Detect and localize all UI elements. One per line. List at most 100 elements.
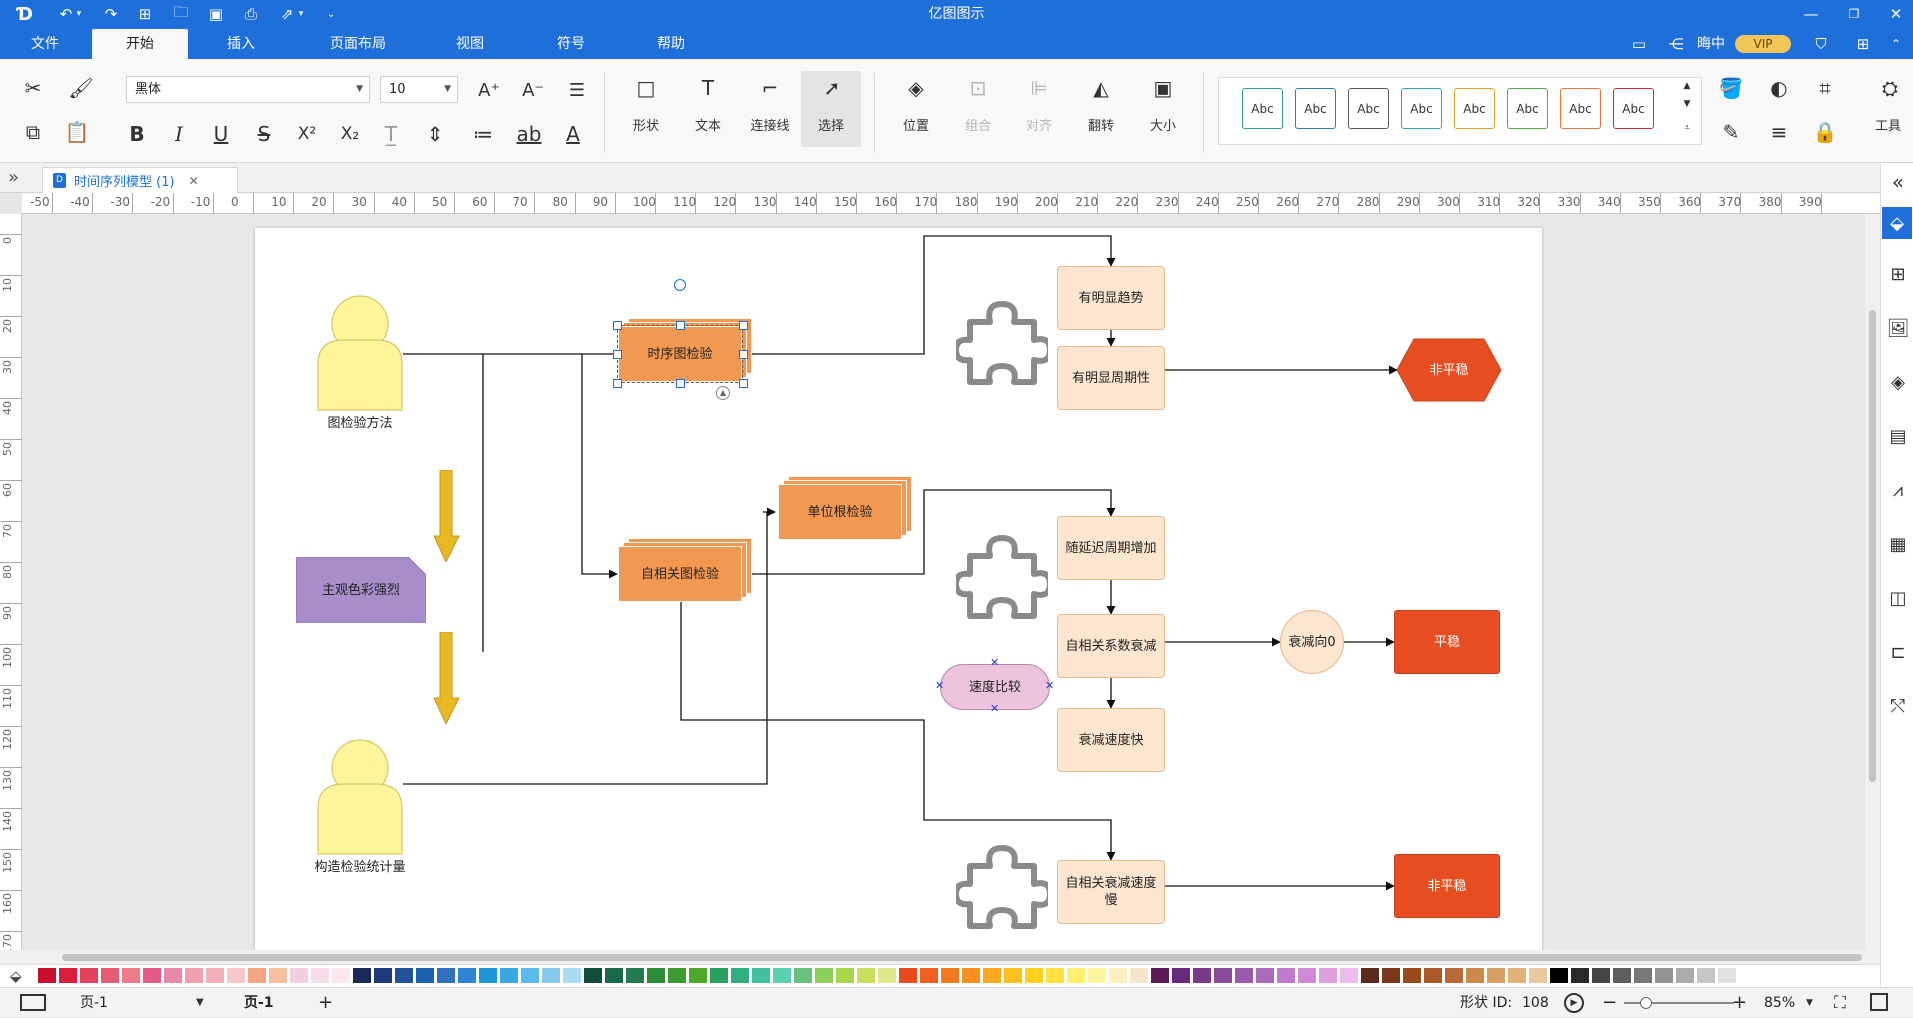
nonstationary-hex-label[interactable]: 非平稳: [1429, 362, 1469, 378]
menu-page-layout[interactable]: 页面布局: [330, 36, 386, 52]
style-swatch[interactable]: Abc: [1454, 88, 1495, 129]
tool-shape-label[interactable]: 形状: [632, 119, 659, 134]
fill-bucket-icon[interactable]: 🪣: [1718, 76, 1744, 100]
fullscreen-icon[interactable]: [1870, 993, 1888, 1011]
color-swatch[interactable]: [1529, 968, 1547, 983]
color-swatch[interactable]: [962, 968, 980, 983]
color-swatch[interactable]: [605, 968, 623, 983]
color-swatch[interactable]: [1277, 968, 1295, 983]
floating-action-icon[interactable]: ▲: [716, 386, 730, 400]
line-style-icon[interactable]: ≡: [1770, 120, 1788, 144]
open-folder-icon[interactable]: 🗀: [173, 2, 189, 21]
color-swatch[interactable]: [248, 968, 266, 983]
tool-position-label[interactable]: 位置: [902, 119, 929, 134]
color-swatch[interactable]: [1172, 968, 1190, 983]
resize-handle[interactable]: [739, 379, 748, 388]
color-swatch[interactable]: [626, 968, 644, 983]
color-swatch[interactable]: [731, 968, 749, 983]
vertical-scroll-thumb[interactable]: [1869, 310, 1876, 782]
menu-file[interactable]: 文件: [31, 36, 59, 52]
color-swatch[interactable]: [395, 968, 413, 983]
color-swatch[interactable]: [1487, 968, 1505, 983]
expand-left-panel-icon[interactable]: »: [8, 167, 20, 188]
style-swatch[interactable]: Abc: [1560, 88, 1601, 129]
color-swatch[interactable]: [563, 968, 581, 983]
shape-square-icon[interactable]: □: [636, 76, 656, 100]
flip-icon[interactable]: ◭: [1093, 76, 1109, 100]
color-swatch[interactable]: [1088, 968, 1106, 983]
color-swatch[interactable]: [164, 968, 182, 983]
color-swatch[interactable]: [1550, 968, 1568, 983]
no-fill-icon[interactable]: ⬙: [10, 967, 22, 985]
comment-icon[interactable]: ▭: [1631, 35, 1647, 53]
color-swatch[interactable]: [899, 968, 917, 983]
acf-check[interactable]: 自相关图检验: [618, 546, 742, 602]
color-swatch[interactable]: [1466, 968, 1484, 983]
color-swatch[interactable]: [1739, 968, 1757, 983]
color-swatch[interactable]: [500, 968, 518, 983]
customize-quickbar-icon[interactable]: ⌄: [326, 8, 336, 20]
horizontal-scroll-thumb[interactable]: [62, 954, 1862, 961]
color-swatch[interactable]: [1445, 968, 1463, 983]
select-tool-highlight[interactable]: [801, 71, 861, 147]
style-swatch[interactable]: Abc: [1295, 88, 1336, 129]
color-swatch[interactable]: [584, 968, 602, 983]
font-increase-icon[interactable]: A⁺: [478, 79, 500, 101]
menu-help[interactable]: 帮助: [657, 36, 685, 52]
fill-panel-icon[interactable]: ⬙: [1882, 207, 1912, 239]
bold-icon[interactable]: B: [129, 122, 145, 146]
chevron-down-icon[interactable]: ▼: [1806, 998, 1813, 1008]
underline-icon[interactable]: U: [213, 122, 229, 146]
unit-root-check[interactable]: 单位根检验: [778, 484, 902, 540]
color-swatch[interactable]: [1424, 968, 1442, 983]
resize-handle[interactable]: [613, 379, 622, 388]
color-swatch[interactable]: [122, 968, 140, 983]
text-tool-icon[interactable]: T: [701, 76, 715, 100]
play-icon[interactable]: ▶: [1564, 993, 1584, 1013]
color-swatch[interactable]: [1004, 968, 1022, 983]
person-label[interactable]: 构造检验统计量: [314, 859, 406, 875]
time-series-check[interactable]: 时序图检验: [618, 326, 742, 382]
rotate-handle[interactable]: [674, 279, 686, 291]
lag-increase-box[interactable]: 随延迟周期增加: [1057, 516, 1165, 580]
style-swatch[interactable]: Abc: [1348, 88, 1389, 129]
collapse-panel-icon[interactable]: «: [1891, 170, 1905, 194]
format-painter-icon[interactable]: 🖌: [68, 76, 94, 100]
symbol-library-icon[interactable]: ⊞: [1890, 263, 1906, 285]
data-panel-icon[interactable]: ◫: [1889, 587, 1907, 609]
color-swatch[interactable]: [773, 968, 791, 983]
zoom-slider-handle[interactable]: [1640, 997, 1652, 1009]
color-swatch[interactable]: [1298, 968, 1316, 983]
copy-icon[interactable]: ⧉: [25, 120, 41, 144]
color-swatch[interactable]: [269, 968, 287, 983]
color-swatch[interactable]: [857, 968, 875, 983]
color-swatch[interactable]: [416, 968, 434, 983]
zoom-out-button[interactable]: −: [1602, 992, 1618, 1013]
color-swatch[interactable]: [1403, 968, 1421, 983]
canvas-area[interactable]: 图检验方法构造检验统计量主观色彩强烈时序图检验单位根检验自相关图检验▲有明显趋势…: [22, 214, 1865, 950]
connector-icon[interactable]: ⌐: [761, 76, 779, 100]
chart-panel-icon[interactable]: ⩘: [1892, 479, 1904, 501]
image-panel-icon[interactable]: 🖼: [1886, 317, 1910, 339]
italic-icon[interactable]: I: [175, 122, 183, 146]
color-swatch[interactable]: [332, 968, 350, 983]
color-swatch[interactable]: [353, 968, 371, 983]
table-panel-icon[interactable]: ▦: [1889, 533, 1907, 555]
color-swatch[interactable]: [1634, 968, 1652, 983]
font-decrease-icon[interactable]: A⁻: [522, 79, 544, 101]
color-swatch[interactable]: [1340, 968, 1358, 983]
layers-position-icon[interactable]: ◈: [908, 76, 924, 100]
align-icon[interactable]: ⊫: [1030, 76, 1048, 100]
vip-badge[interactable]: VIP: [1735, 35, 1791, 53]
gantt-panel-icon[interactable]: ⊏: [1890, 641, 1906, 663]
user-name[interactable]: 晦中: [1697, 36, 1725, 52]
strikethrough-icon[interactable]: S: [257, 122, 271, 146]
undo-dropdown-icon[interactable]: ▾: [76, 9, 82, 19]
color-swatch[interactable]: [1214, 968, 1232, 983]
style-swatch[interactable]: Abc: [1242, 88, 1283, 129]
color-swatch[interactable]: [542, 968, 560, 983]
page-view-icon[interactable]: [20, 994, 46, 1011]
color-swatch[interactable]: [647, 968, 665, 983]
style-swatch[interactable]: Abc: [1507, 88, 1548, 129]
redo-icon[interactable]: ↷: [104, 5, 118, 23]
